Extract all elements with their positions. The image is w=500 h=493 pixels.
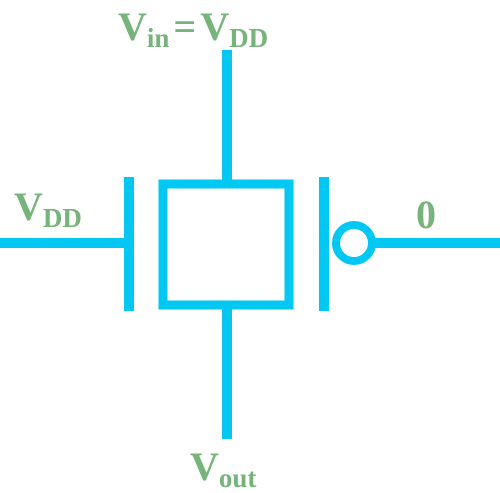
bottom-label-sub: out <box>219 463 257 493</box>
inversion-bubble <box>332 221 376 265</box>
left-gate-plate <box>124 177 134 311</box>
bottom-label-v: V <box>190 444 219 489</box>
right-gate-plate <box>319 177 329 311</box>
right-gate-wire <box>370 238 500 248</box>
top-label-equals: = <box>173 4 196 49</box>
top-label-sub-dd: DD <box>229 23 268 53</box>
right-label: 0 <box>416 192 436 237</box>
top-wire <box>222 50 232 180</box>
top-label-sub-in: in <box>147 23 170 53</box>
bottom-wire <box>222 309 232 439</box>
left-label: VDD <box>14 184 82 233</box>
top-label: Vin=VDD <box>118 4 268 53</box>
top-label-v: V <box>118 4 147 49</box>
channel-box <box>158 179 294 310</box>
left-label-sub: DD <box>43 203 82 233</box>
left-label-v: V <box>14 184 43 229</box>
top-label-v2: V <box>200 4 229 49</box>
bottom-label: Vout <box>190 444 256 493</box>
left-gate-wire <box>0 238 128 248</box>
